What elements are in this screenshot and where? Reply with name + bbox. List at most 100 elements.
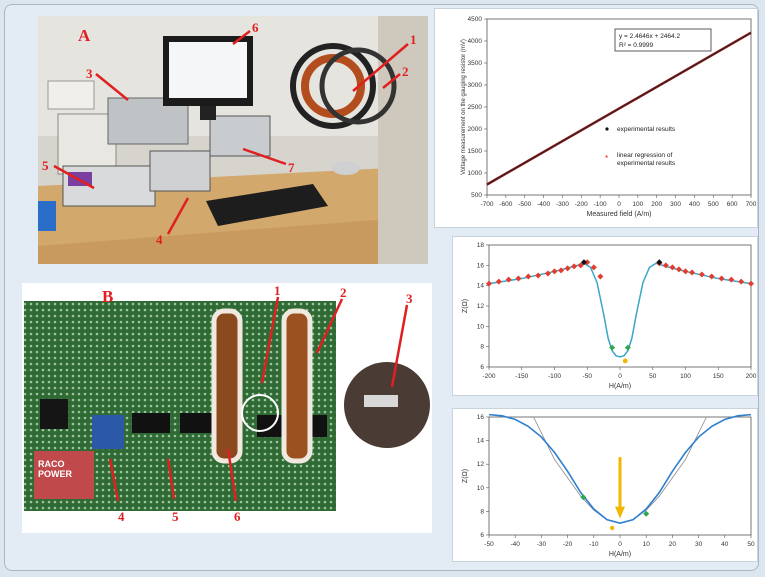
- data-point: [718, 275, 725, 282]
- y-tick-label: 1000: [468, 170, 483, 177]
- x-tick-label: 600: [727, 201, 738, 208]
- plot-area: [488, 244, 752, 368]
- green-point: [624, 344, 631, 351]
- power-module-text: RACO POWER: [38, 459, 73, 479]
- x-tick-label: 100: [680, 373, 691, 380]
- y-tick-label: 8: [480, 344, 484, 351]
- y-tick-label: 14: [477, 283, 485, 290]
- experimental-line: [486, 32, 752, 185]
- x-tick-label: 0: [617, 201, 621, 208]
- data-point: [571, 263, 578, 270]
- y-tick-label: 10: [477, 485, 485, 492]
- data-point: [669, 264, 676, 271]
- x-tick-label: -500: [518, 201, 531, 208]
- x-axis-label: Measured field (A/m): [587, 211, 652, 218]
- data-point: [486, 280, 492, 287]
- data-point: [662, 262, 669, 269]
- legend-marker-regression: *: [605, 154, 608, 163]
- x-tick-label: -50: [484, 541, 494, 548]
- legend-label-experimental: experimental results: [617, 126, 676, 133]
- x-tick-label: 40: [721, 541, 729, 548]
- x-tick-label: 150: [713, 373, 724, 380]
- callout-b-3: 3: [406, 291, 413, 306]
- callout-a-7: 7: [288, 160, 295, 175]
- legend-label-line-1: linear regression of: [617, 152, 672, 159]
- x-tick-label: -100: [594, 201, 607, 208]
- data-point: [515, 275, 522, 282]
- y-axis-label: Z(Ω): [462, 469, 469, 483]
- x-tick-label: -700: [480, 201, 493, 208]
- y-tick-label: 16: [477, 262, 485, 269]
- y-axis-label: Z(Ω): [462, 299, 469, 313]
- y-tick-label: 3000: [468, 82, 483, 89]
- y-tick-label: 1500: [468, 148, 483, 155]
- x-tick-label: -10: [589, 541, 599, 548]
- data-point: [675, 266, 682, 273]
- y-tick-label: 500: [471, 192, 482, 199]
- callout-a-6: 6: [252, 20, 259, 35]
- data-point: [748, 280, 754, 287]
- data-point: [525, 273, 532, 280]
- green-point: [609, 344, 616, 351]
- data-point: [708, 273, 715, 280]
- y-tick-label: 12: [477, 303, 485, 310]
- y-axis-label: Voltage measurement on the gauging resis…: [461, 39, 467, 175]
- photo-a: A 1 2 3 4 5 6 7: [38, 16, 428, 264]
- data-point: [535, 272, 542, 279]
- peak-point: [656, 259, 663, 266]
- callout-a-5: 5: [42, 158, 49, 173]
- callout-a-3: 3: [86, 66, 93, 81]
- x-tick-label: 200: [746, 373, 757, 380]
- data-point: [551, 268, 558, 275]
- x-tick-label: 20: [669, 541, 677, 548]
- x-tick-label: 100: [632, 201, 643, 208]
- x-tick-label: -600: [499, 201, 512, 208]
- equation-box: [614, 28, 712, 52]
- x-tick-label: -20: [563, 541, 573, 548]
- photo-a-arrows: [53, 30, 409, 235]
- data-point: [495, 278, 502, 285]
- yellow-point: [622, 358, 628, 364]
- legend-label-line-2: experimental results: [617, 160, 676, 167]
- impedance-curve: [488, 413, 752, 525]
- y-tick-label: 12: [477, 461, 485, 468]
- x-tick-label: 0: [618, 373, 622, 380]
- photo-a-label: A: [78, 26, 91, 45]
- data-point: [682, 268, 689, 275]
- x-tick-label: 50: [747, 541, 755, 548]
- data-point: [590, 264, 597, 271]
- x-axis-label: H(A/m): [609, 551, 631, 558]
- legend-marker-experimental: [605, 127, 609, 131]
- lab-bench-illustration: [38, 16, 428, 264]
- r-squared-text: R² = 0.9999: [619, 42, 654, 49]
- x-tick-label: -150: [515, 373, 528, 380]
- arrow-head: [615, 506, 625, 519]
- data-point: [698, 271, 705, 278]
- x-tick-label: 0: [618, 541, 622, 548]
- data-point: [564, 265, 571, 272]
- y-tick-label: 8: [480, 508, 484, 515]
- callout-b-5: 5: [172, 509, 179, 524]
- data-point: [544, 270, 551, 277]
- x-tick-label: -50: [583, 373, 593, 380]
- y-tick-label: 14: [477, 438, 485, 445]
- equation-text: y = 2.4646x + 2464.2: [619, 33, 680, 40]
- x-axis-label: H(A/m): [609, 383, 631, 390]
- x-tick-label: 50: [649, 373, 657, 380]
- peak-point: [580, 259, 587, 266]
- y-tick-label: 16: [477, 414, 485, 421]
- y-tick-label: 18: [477, 242, 485, 249]
- y-tick-label: 6: [480, 364, 484, 371]
- photo-b-label: B: [102, 287, 114, 306]
- x-tick-label: 30: [695, 541, 703, 548]
- x-tick-label: 500: [708, 201, 719, 208]
- data-point: [728, 276, 735, 283]
- x-tick-label: -40: [510, 541, 520, 548]
- y-tick-label: 6: [480, 532, 484, 539]
- callout-a-4: 4: [156, 232, 163, 247]
